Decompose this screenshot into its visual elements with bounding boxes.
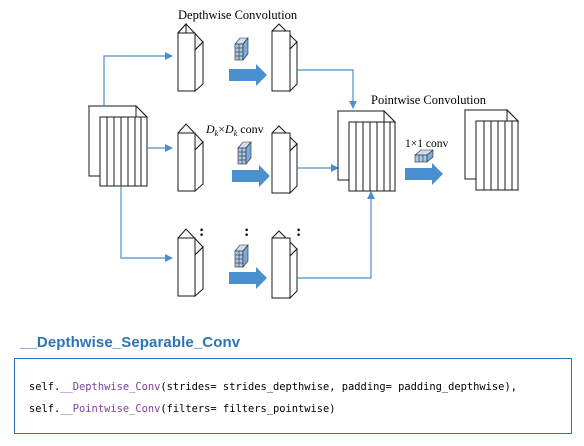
code-line-2: self.__Pointwise_Conv(filters= filters_p… <box>29 398 571 420</box>
code-line-1-prefix: self. <box>29 381 61 393</box>
block-arrow-2 <box>232 165 270 187</box>
ellipsis-mark-1: : <box>199 223 204 240</box>
block-arrow-1 <box>229 64 267 86</box>
section-heading: __Depthwise_Separable_Conv <box>20 334 241 351</box>
output-slice-1 <box>271 23 298 93</box>
code-line-1-args: (strides= strides_depthwise, padding= pa… <box>160 381 517 393</box>
block-arrow-4 <box>405 163 443 185</box>
ellipsis-mark-3: : <box>296 223 301 240</box>
code-line-2-prefix: self. <box>29 403 61 415</box>
one-by-one-conv-label: 1×1 conv <box>405 138 448 150</box>
output-slice-3 <box>271 230 298 300</box>
block-arrows <box>229 64 443 289</box>
depthwise-kernel-3 <box>234 244 249 268</box>
input-slice-3 <box>177 228 204 298</box>
output-connectors <box>297 69 375 279</box>
depthwise-title: Depthwise Convolution <box>178 8 298 22</box>
input-slice-1 <box>176 22 204 93</box>
depthwise-separable-conv-diagram: Depthwise Convolution Pointwise Convolut… <box>87 8 520 300</box>
ellipsis-mark-2: : <box>244 223 249 240</box>
output-tensor <box>463 108 520 192</box>
code-box: self.__Depthwise_Conv(strides= strides_d… <box>14 358 572 434</box>
code-line-2-method: __Pointwise_Conv <box>60 403 161 415</box>
pointwise-kernel <box>414 149 434 163</box>
output-slice-2 <box>271 125 298 195</box>
code-line-1: self.__Depthwise_Conv(strides= strides_d… <box>29 376 571 398</box>
input-tensor <box>87 104 149 188</box>
depthwise-kernel-1 <box>234 37 249 61</box>
code-line-2-args: (filters= filters_pointwise) <box>160 403 336 415</box>
block-arrow-3 <box>229 267 267 289</box>
depthwise-kernel-2 <box>237 141 252 165</box>
input-slice-2 <box>177 123 204 193</box>
pointwise-title: Pointwise Convolution <box>371 93 487 107</box>
code-line-1-method: __Depthwise_Conv <box>60 381 161 393</box>
concatenated-tensor <box>336 109 397 193</box>
input-connectors <box>103 52 173 262</box>
